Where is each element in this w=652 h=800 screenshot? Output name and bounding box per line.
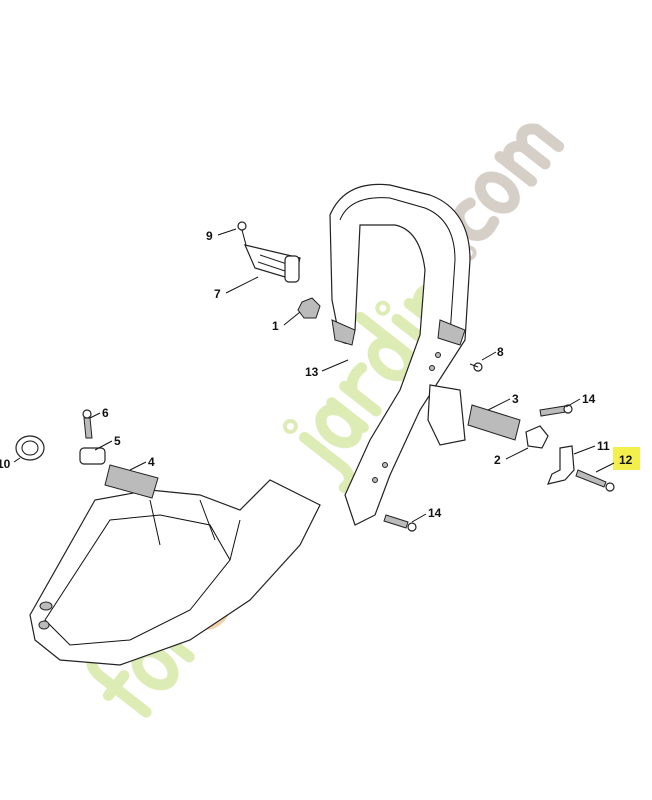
callout-labels: 9 7 1 13 8 3 14 6 5 4 10 2 11 12 14 [0,229,633,520]
part-8-screw [469,362,483,372]
part-1-buffer [297,297,321,319]
callout-14-upper: 14 [582,392,596,406]
callout-13: 13 [305,365,319,379]
handlebar-part [329,183,471,526]
callout-8: 8 [497,345,504,359]
part-10-cap [15,435,45,461]
callout-14-lower: 14 [428,506,442,520]
callout-2: 2 [494,453,501,467]
leader-lines [13,228,615,523]
engine-housing [29,479,321,666]
part-2-buffer [525,425,549,449]
callout-9: 9 [206,229,213,243]
callout-3: 3 [512,392,519,406]
part-6-screw [82,409,93,439]
part-12-screw [575,469,615,492]
highlight-box [613,447,640,470]
callout-5: 5 [114,434,121,448]
callout-12: 12 [619,453,633,467]
callout-10: 10 [0,457,11,471]
part-7-spring-mount [243,244,301,283]
part-5-mount [79,447,106,465]
parts [15,221,615,532]
part-9-screw [237,221,247,246]
part-14-screw-lower [383,514,417,532]
callout-7: 7 [214,287,221,301]
part-3-spring [467,404,521,441]
callout-11: 11 [597,439,610,453]
callout-1: 1 [272,319,279,333]
callout-4: 4 [148,455,155,469]
part-11-stop [547,445,575,485]
part-4-spring [104,464,159,499]
callout-6: 6 [102,406,109,420]
